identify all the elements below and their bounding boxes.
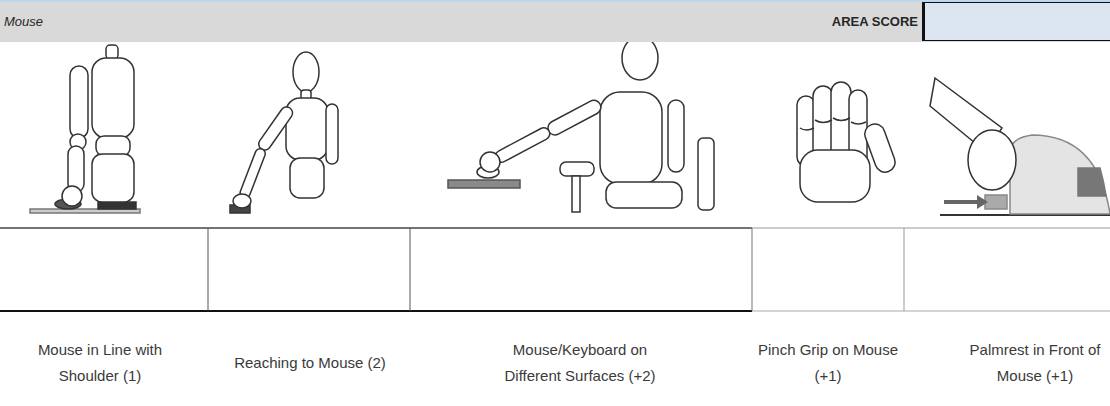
palmrest <box>985 195 1007 209</box>
forearm-shape <box>239 147 267 199</box>
figure-shoulder <box>30 45 140 213</box>
waist <box>96 136 130 156</box>
option-caption: Mouse/Keyboard on Different Surfaces (+2… <box>493 337 668 389</box>
option-caption: Palmrest in Front of Mouse (+1) <box>955 337 1110 389</box>
hips <box>606 182 682 208</box>
upper-arm <box>256 105 295 153</box>
hips <box>92 154 134 202</box>
forearm <box>239 147 267 199</box>
torso <box>600 92 662 184</box>
table-divider <box>410 228 411 311</box>
arm <box>668 100 684 172</box>
table-divider <box>752 228 753 311</box>
table-divider <box>208 228 209 311</box>
table-rule <box>0 310 752 312</box>
option-caption: Pinch Grip on Mouse (+1) <box>748 337 908 389</box>
hand <box>233 194 251 208</box>
upper-arm-shape <box>256 105 295 153</box>
hips <box>290 158 324 198</box>
arrow-shaft <box>944 200 978 204</box>
check-table <box>0 228 1110 311</box>
neck <box>106 45 118 59</box>
torso <box>286 98 328 160</box>
upper-arm-shape <box>546 98 604 138</box>
head <box>293 52 319 92</box>
arrow-head <box>977 195 988 209</box>
hand <box>480 152 500 172</box>
hand <box>62 186 82 206</box>
mouse-body <box>1010 135 1110 214</box>
upper-arm <box>546 98 604 138</box>
upper-arm <box>70 66 88 138</box>
hand <box>968 130 1016 190</box>
figure-seated <box>448 36 714 212</box>
table-rule <box>0 227 752 229</box>
table-rule <box>752 228 1110 229</box>
chair-back <box>698 138 714 210</box>
keyboard <box>98 202 136 209</box>
thumb-shape <box>862 121 898 175</box>
figure-reaching <box>230 52 338 213</box>
area-score-label: AREA SCORE <box>700 14 918 29</box>
thumb <box>862 121 898 175</box>
mouse-button <box>1078 168 1106 196</box>
palmrest-figure <box>930 78 1110 215</box>
forearm <box>493 126 552 165</box>
armrest <box>560 162 594 176</box>
arm <box>326 104 338 164</box>
table-divider <box>904 228 905 311</box>
option-caption: Mouse in Line with Shoulder (1) <box>25 337 175 389</box>
chair-post <box>572 176 580 212</box>
section-title: Mouse <box>4 14 304 29</box>
mouse-surface <box>448 180 520 188</box>
table-rule <box>752 311 1110 312</box>
palm <box>800 150 870 202</box>
pinch-hand <box>797 82 898 202</box>
knuckle-lines <box>800 118 866 130</box>
head <box>622 36 658 80</box>
option-caption: Reaching to Mouse (2) <box>200 350 420 376</box>
forearm-shape <box>493 126 552 165</box>
score-box <box>922 2 1110 41</box>
torso <box>92 58 134 138</box>
forearm <box>68 146 84 192</box>
